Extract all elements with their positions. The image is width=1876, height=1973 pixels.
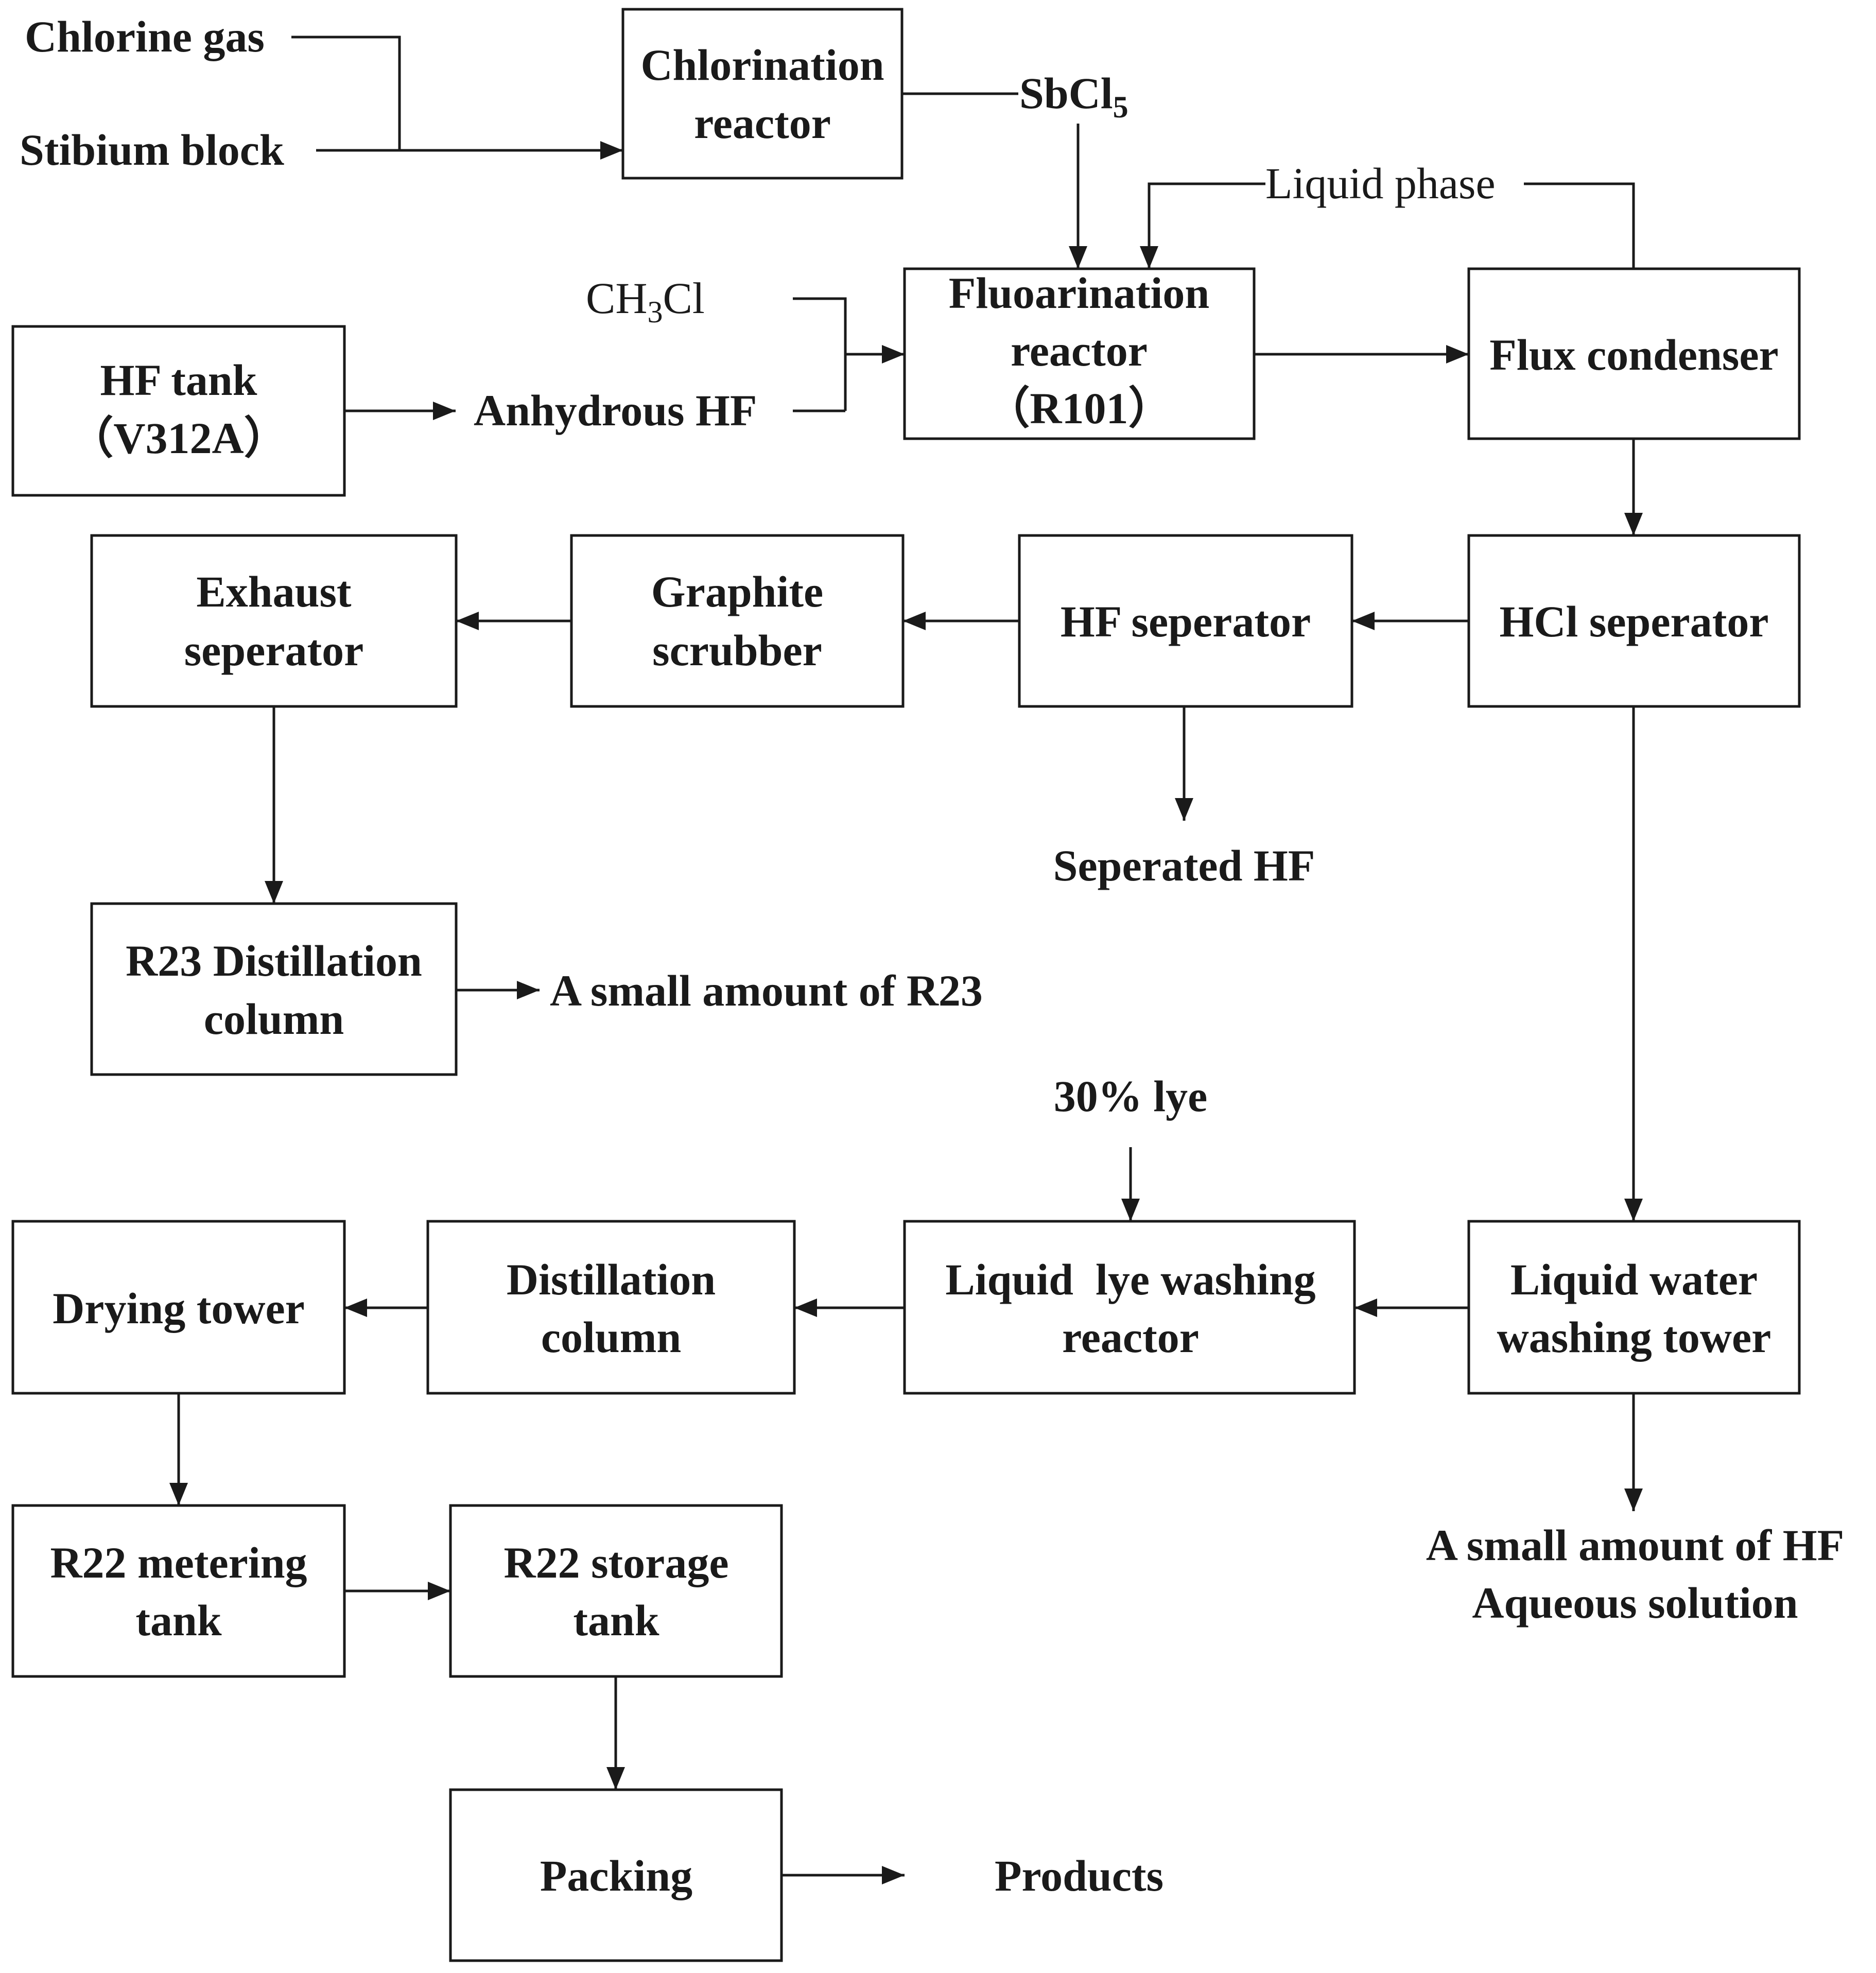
chlorination-line-2: reactor	[694, 98, 831, 148]
r23-column-box: R23 Distillation column	[90, 902, 458, 1076]
graphite-line-2: scrubber	[652, 626, 822, 675]
stream-labels: Chlorine gas Stibium block SbCl5 Liquid …	[20, 12, 1844, 1900]
drying-tower-box: Drying tower	[11, 1220, 346, 1395]
line-chlorine-gas	[291, 36, 623, 160]
label-small-hf-2: Aqueous solution	[1472, 1578, 1798, 1628]
hf-tank-line-1: HF tank	[100, 355, 257, 405]
connectors	[169, 36, 1643, 1884]
r22-storage-tank-box: R22 storage tank	[449, 1504, 783, 1678]
hcl-separator-line-1: HCl seperator	[1499, 597, 1768, 646]
label-ch3cl: CH3Cl	[586, 273, 705, 329]
chlorination-reactor-box: Chlorination reactor	[621, 8, 904, 180]
label-stibium-block: Stibium block	[20, 125, 284, 175]
graphite-line-1: Graphite	[651, 567, 823, 616]
water-wash-line-2: washing tower	[1497, 1312, 1771, 1362]
r22-meter-line-1: R22 metering	[50, 1538, 307, 1587]
flux-condenser-line-1: Flux condenser	[1489, 330, 1778, 379]
label-liquid-phase: Liquid phase	[1265, 159, 1496, 208]
r22-metering-tank-box: R22 metering tank	[11, 1504, 346, 1678]
flux-condenser-box: Flux condenser	[1467, 267, 1801, 440]
distillation-column-box: Distillation column	[426, 1220, 796, 1395]
hcl-separator-box: HCl seperator	[1467, 534, 1801, 708]
r23-column-line-1: R23 Distillation	[126, 936, 422, 985]
lye-washing-reactor-box: Liquid lye washing reactor	[903, 1220, 1356, 1395]
drying-line-1: Drying tower	[53, 1284, 305, 1333]
fluorination-line-3: （R101）	[985, 384, 1172, 433]
label-anhydrous-hf: Anhydrous HF	[474, 386, 757, 435]
packing-line-1: Packing	[540, 1851, 692, 1900]
r22-meter-line-2: tank	[135, 1596, 221, 1645]
hf-separator-line-1: HF seperator	[1061, 597, 1311, 646]
r22-storage-line-2: tank	[573, 1596, 659, 1645]
distillation-line-2: column	[541, 1312, 681, 1362]
label-sbcl5: SbCl5	[1019, 68, 1128, 124]
water-wash-line-1: Liquid water	[1510, 1255, 1758, 1304]
exhaust-separator-box: Exhaust seperator	[90, 534, 458, 708]
packing-box: Packing	[449, 1788, 783, 1962]
water-washing-tower-box: Liquid water washing tower	[1467, 1220, 1801, 1395]
lye-wash-line-2: reactor	[1062, 1312, 1199, 1362]
exhaust-line-2: seperator	[184, 626, 364, 675]
line-ch3cl	[793, 297, 847, 411]
process-units: Chlorination reactor HF tank （V312A） Flu…	[11, 8, 1801, 1962]
fluorination-reactor-box: Fluoarination reactor （R101）	[903, 267, 1256, 440]
line-liquid-phase-right	[1524, 182, 1635, 269]
hf-separator-box: HF seperator	[1018, 534, 1353, 708]
lye-wash-line-1: Liquid lye washing	[945, 1255, 1315, 1304]
label-products: Products	[995, 1851, 1163, 1900]
r22-storage-line-1: R22 storage	[503, 1538, 728, 1587]
graphite-scrubber-box: Graphite scrubber	[570, 534, 905, 708]
hf-tank-box: HF tank （V312A）	[11, 325, 346, 497]
r23-column-line-2: column	[204, 994, 344, 1044]
fluorination-line-2: reactor	[1011, 326, 1148, 375]
fluorination-line-1: Fluoarination	[949, 268, 1210, 318]
label-small-hf-1: A small amount of HF	[1426, 1520, 1844, 1570]
label-30-lye: 30% lye	[1054, 1071, 1208, 1121]
exhaust-line-1: Exhaust	[196, 567, 351, 616]
hf-tank-line-2: （V312A）	[69, 413, 288, 463]
distillation-line-1: Distillation	[507, 1255, 716, 1304]
arrow-liquid-phase-left	[1140, 182, 1265, 269]
chlorination-line-1: Chlorination	[640, 40, 884, 90]
label-small-r23: A small amount of R23	[550, 966, 983, 1015]
label-separated-hf: Seperated HF	[1053, 841, 1315, 890]
label-chlorine-gas: Chlorine gas	[25, 12, 265, 61]
